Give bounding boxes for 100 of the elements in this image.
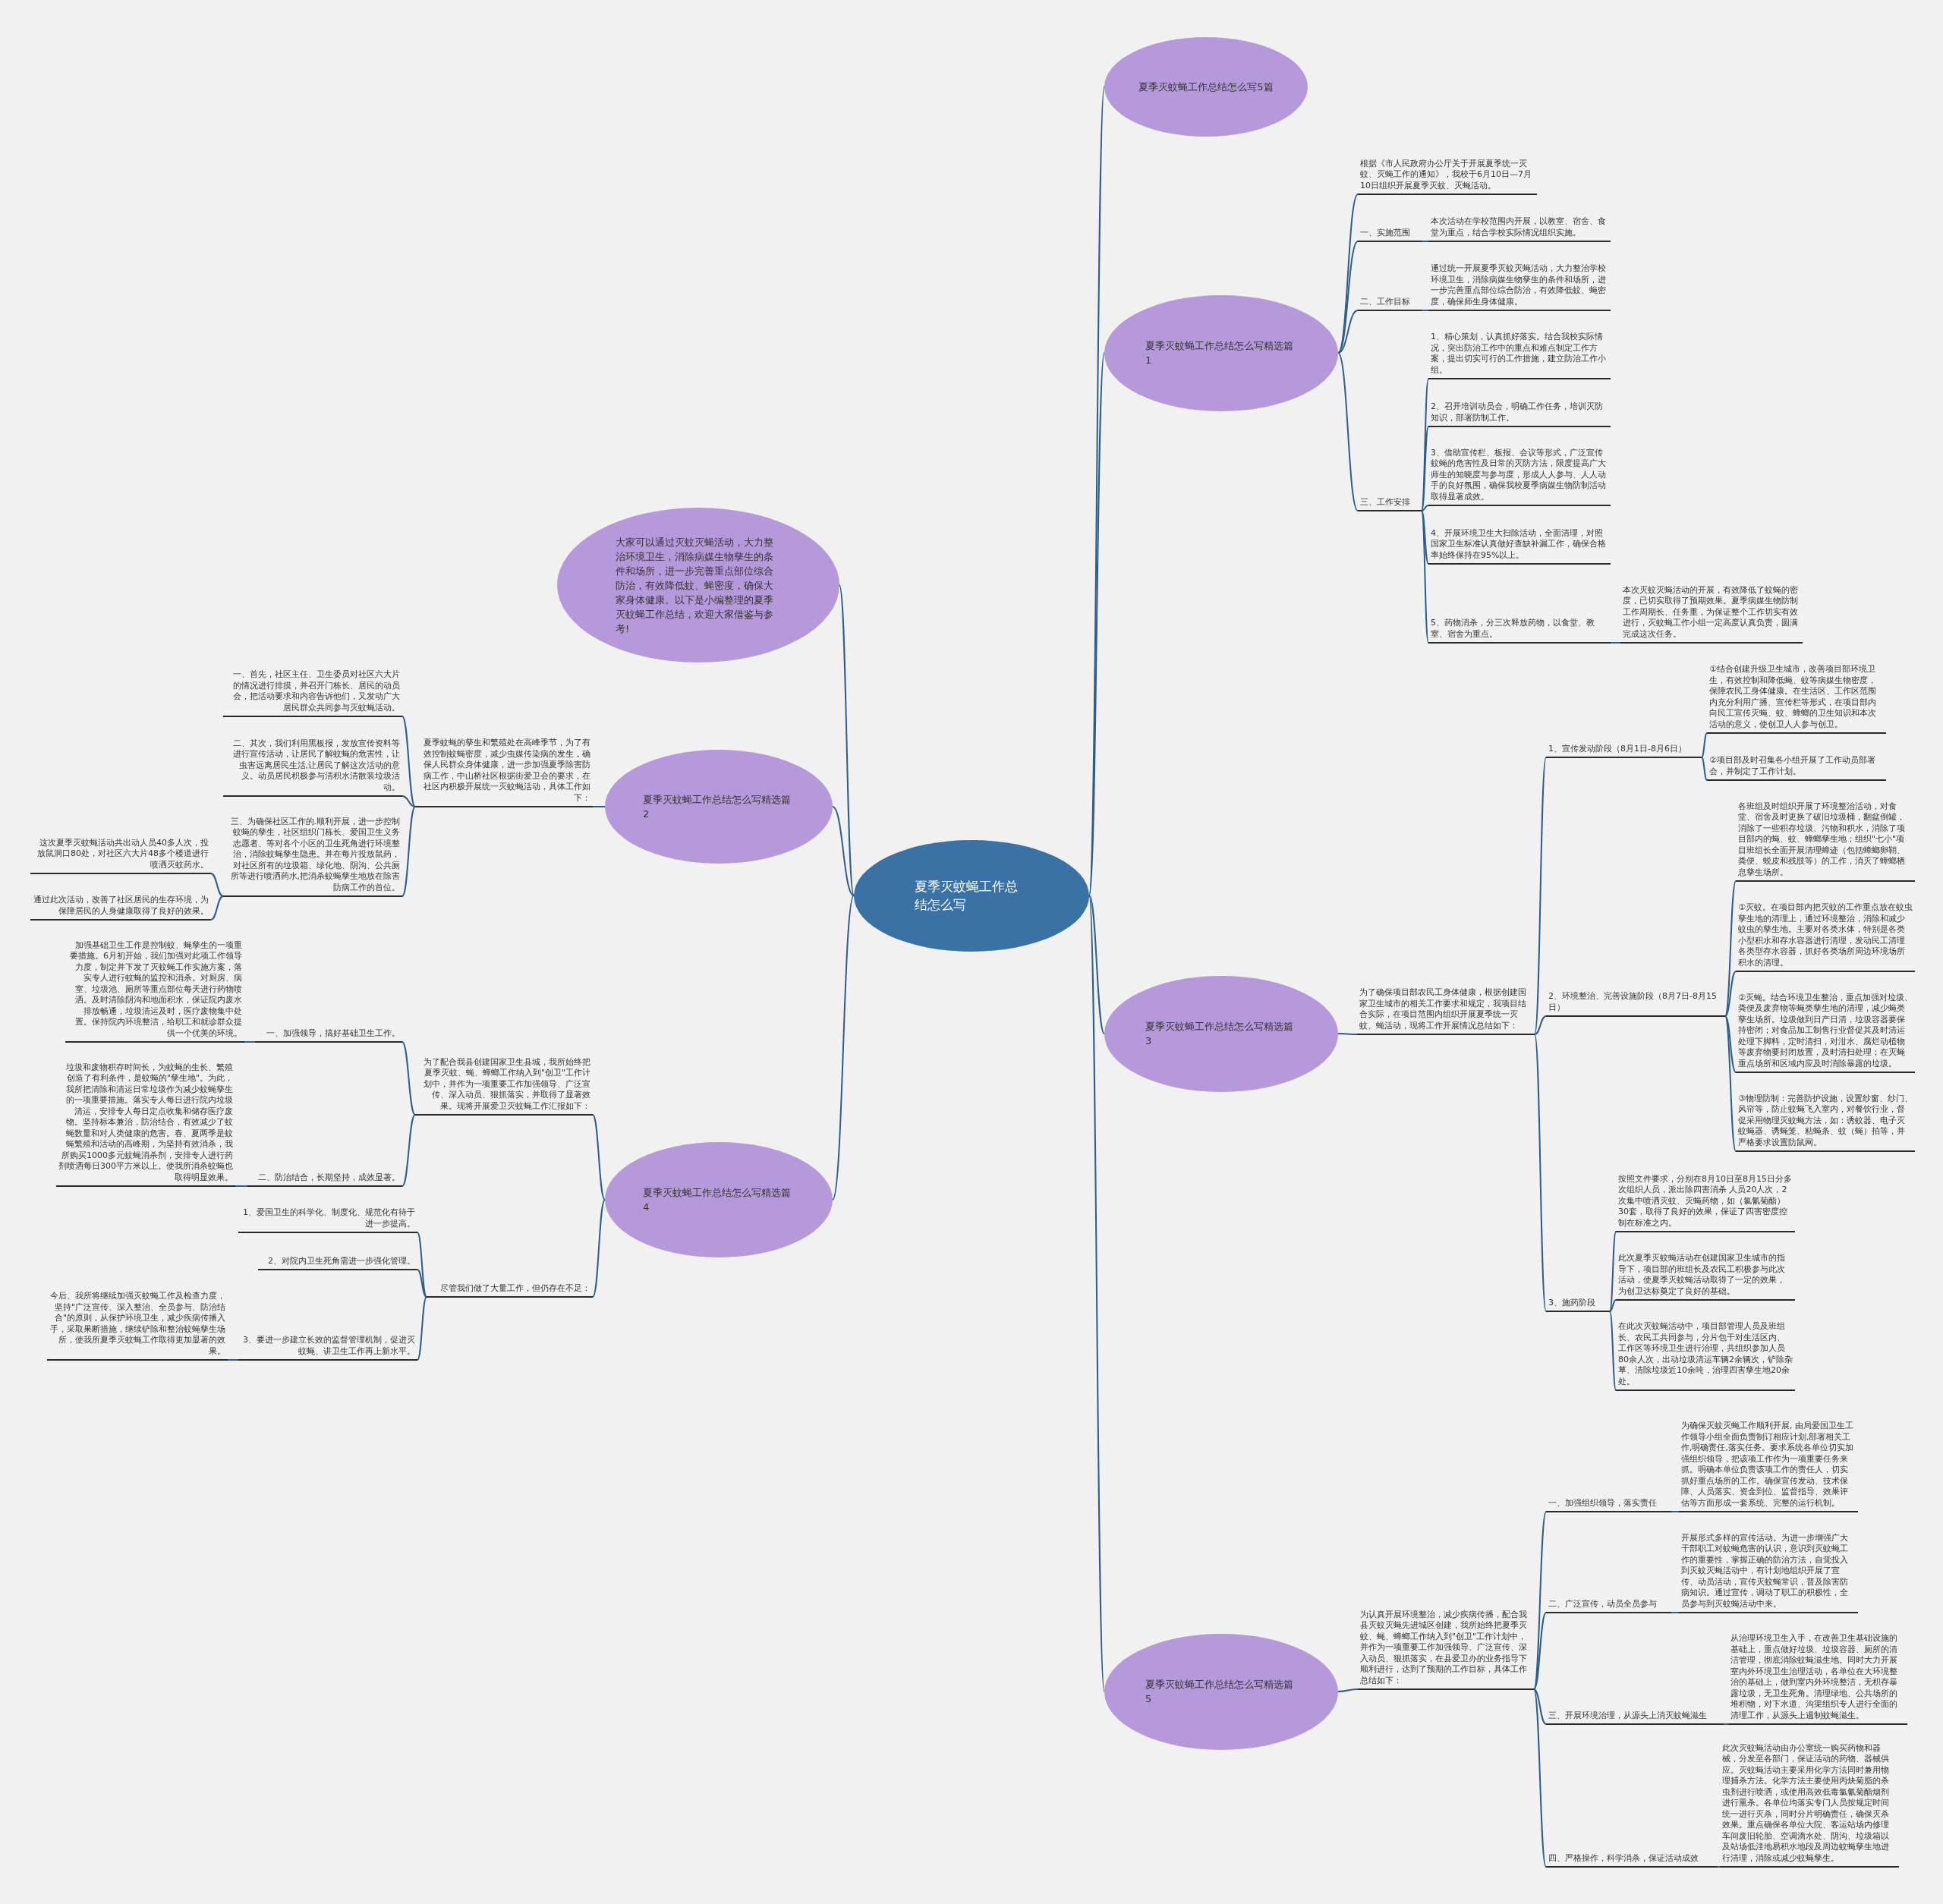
topic-text: 一、首先，社区主任、卫生委员对社区六大片的情况进行排摸，并召开门栋长、居民的动员会，把活动要求和内容告诉他们，又发动广大居民群众共同参与灭蚊蝇活动。 [223,669,402,717]
connector-line [1671,1511,1680,1512]
topic-text: 二、工作目标 [1358,296,1422,311]
topic-text: 此次夏季灭蚊蝇活动在创建国家卫生城市的指导下，项目部的班组长及农民工积极参与此次活动，使夏季灭蚊蝇活动取得了一定的效果，为创卫达标奠定了良好的基础。 [1616,1253,1795,1301]
topic-text: ①灭蚊。在项目部内把灭蚊的工作重点放在蚊虫孳生地的清理上，通过环境整治，消除和减少蚊虫的孳生地。主要对各类水体，特别是各类小型积水和存水容器进行清理，发动民工清理各类型存水容器，抓好各类场所周边环境场所积水的清理。 [1736,902,1915,972]
connector-line [1723,1723,1729,1725]
connector-line [1724,880,1737,1017]
topic-text: 加强基础卫生工作是控制蚊、蝇孳生的一项重要措施。6月初开始，我们加强对此项工作领导力度，制定并下发了灭蚊蝇工作实施方案，落实专人进行蚊蝇的监控和消杀。对厨房、病室、垃圾池、厕所等重点部位每天进行药物喷洒。及时清除阴沟和地面积水，保证院内废水排放畅通，垃圾清运及时，医疗废物集中处置。保持院内环境整洁，给职工和就诊群众提供一个优美的环境。 [65,939,244,1043]
connector-line [227,1359,239,1361]
topic-text: ③物理防制：完善防护设施，设置纱窗、纱门、风帘等，防止蚊蝇飞入室内，对餐饮行业，督促采用物理灭蚊蝇方法，如：诱蚊器、电子灭蚊蝇器、诱蝇笼、粘蝇条、蚊（蝇）拍等，并严格要求设置防鼠网。 [1736,1093,1915,1152]
connector-line [1609,1231,1617,1312]
topic-text: 三、工作安排 [1358,496,1422,511]
topic-text: 垃圾和废物积存时间长，为蚊蝇的生长、繁殖创造了有利条件，是蚊蝇的"孳生地"。为此，我所把清除和清运日常垃圾作为减少蚊蝇孳生的一项重要措施。落实专人每日进行院内垃圾清运，安排专人每日定点收集和储存医疗废物。坚持标本兼治，防治结合，有效减少了蚊蝇数量和对人类健康的危害。春、夏两季是蚊蝇繁殖和活动的高峰期，为坚持有效消杀，我所购买1000多元蚊蝇消杀剂，安排专人进行药剂喷洒每日300平方米以上。使我所消杀蚊蝇也取得明显效果。 [56,1062,235,1187]
connector-line [1337,352,1359,511]
connector-line [592,806,606,807]
connector-line [1534,1034,1547,1312]
topic-text: ②项目部及时召集各小组开展了工作动员部署会，并制定了工作计划。 [1707,755,1886,781]
topic-text: 二、其次，我们利用黑板报，发放宣传资料等进行宣传活动，让居民了解蚊蝇的危害性，让虫害远离居民生活,让居民了解这次活动的意义。动员居民积极参与清积水清散装垃圾活动。 [223,738,402,797]
topic-text: 为认真开展环境整治，减少疾病传播，配合我县灭蚊灭蝇先进城区创建，我所始终把夏季灭蚊、蝇、蟑螂工作纳入到"创卫"工作计划中，并作为一项重要工作加强领导、广泛宣传、深入动员、狠抓落实，在县爱卫办的业务指导下顺利进行，达到了预期的工作目标，具体工作总结如下： [1358,1609,1534,1690]
connector-line [1534,757,1547,1035]
topic-text: 按照文件要求，分别在8月10日至8月15日分多次组织人员，派出除四害消杀 人员20人次，2次集中喷洒灭蚊、灭蝇药物，如（氯氰菊酯）30套，取得了良好的效果，保证了四害密度控制在标准之内。 [1616,1173,1795,1232]
topic-text: 三、为确保社区工作的.顺利开展，进一步控制蚊蝇的孳生，社区组织门栋长、爱国卫生义务志愿者、等对各个小区的卫生死角进行环境整治，消除蚊蝇孳生隐患。并在每片投放鼠药，对社区所有的垃圾箱、绿化地、阴沟、公共厕所等进行喷洒药水,把消杀蚊蝇孳生地放在除害防病工作的首位。 [223,816,402,897]
connector-line [1088,895,1105,1034]
topic-ellipse: 夏季灭蚊蝇工作总结怎么写精选篇2 [605,750,833,864]
topic-text: 这次夏季灭蚊蝇活动共出动人员40多人次，投放鼠洞口80处，对社区六大片48多个楼道进行喷洒灭蚊药水。 [30,837,211,874]
topic-ellipse: 夏季灭蚊蝇工作总结怎么写精选篇5 [1104,1633,1338,1750]
topic-text: ②灭蝇。结合环境卫生整治，重点加强对垃圾、粪便及废弃物等蝇类孳生地的清理，减少蝇类孳生场所。垃圾做到日产日清，垃圾容器要保持密闭；对食品加工制售行业督促其及时清运处理下脚料，定时清扫，对泔水、腐烂动植物等废弃物要封闭放置，及时清扫处理；在灭蝇重点场所和区域内应及时消除暴露的垃圾。 [1736,992,1915,1073]
connector-line [1421,310,1429,311]
connector-line [1609,1311,1617,1391]
topic-text: 根据《市人民政府办公厅关于开展夏季统一灭蚊、灭蝇工作的通知》，我校于6月10日—7月10日组织开展夏季灭蚊、灭蝇活动。 [1358,158,1537,195]
topic-text: 为了配合我县创建国家卫生县城，我所始终把夏季灭蚊、蝇、蟑螂工作纳入到"创卫"工作计划中，并作为一项重要工作加强领导、广泛宣传、深入动员、狠抓落实，并取得了显著效果。现将开展爱卫灭蚊蝇工作汇报如下： [415,1056,593,1116]
topic-text: ①结合创建升级卫生城市，改善项目部环境卫生，有效控制和降低蝇、蚊等病媒生物密度，保障农民工身体健康。在生活区、工作区范围内充分利用广播、宣传栏等形式，在项目部内向民工宣传灭蝇、蚊、蟑螂的卫生知识和本次活动的意义，使创卫人人参与创卫。 [1707,664,1886,734]
connector-line [1701,757,1708,781]
connector-line [1534,1015,1547,1035]
topic-text: 夏季蚊蝇的孳生和繁殖处在高峰季节，为了有效控制蚊蝇密度，减少虫媒传染病的发生，确保人民群众身体健康，进一步加强夏季除害防病工作，中山桥社区根据街爱卫会的要求，在社区内积极开展统一灭蚊蝇活动，具体工作如下： [415,738,593,807]
topic-text: 1、爱国卫生的科学化、制度化、规范化有待于进一步提高。 [238,1207,417,1233]
connector-line [1337,1033,1358,1035]
connector-line [1421,241,1429,242]
connector-line [1610,642,1621,644]
topic-text: 本次灭蚊灭蝇活动的开展，有效降低了蚊蝇的密度，已切实取得了预期效果。夏季病媒生物防制工作周期长、任务重，为保证整个工作切实有效进行，灭蚊蝇工作小组一定高度认真负责，圆满完成这次任务。 [1620,584,1803,644]
connector-line [1337,310,1359,354]
connector-line [402,795,416,807]
topic-text: 二、防治结合，长期坚持，成效显著。 [247,1172,402,1187]
connector-line [417,1296,427,1361]
connector-line [402,716,416,807]
connector-line [417,1232,427,1298]
connector-line [1609,1299,1617,1312]
topic-text: 3、借助宣传栏、板报、会议等形式，广泛宣传蚊蝇的危害性及日常的灭防方法，限度提高广大师生的知晓度与参与度，形成人人参与、人人动手的良好氛围，确保我校夏季病媒生物防制活动取得显著成效。 [1428,447,1611,506]
connector-line [832,806,855,896]
connector-line [210,873,224,897]
topic-text: 2、环境整治、完善设施阶段（8月7日-8月15日） [1546,991,1725,1017]
topic-text: 通过统一开展夏季灭蚊灭蝇活动，大力整治学校环境卫生，消除病媒生物孳生的条件和场所，进一步完善重点部位综合防治，有效降低蚊、蝇密度，确保师生身体健康。 [1428,263,1611,311]
topic-text: 2、对院内卫生死角需进一步强化管理。 [258,1255,417,1270]
connector-line [1533,1688,1547,1725]
topic-ellipse: 夏季灭蚊蝇工作总结怎么写5篇 [1104,36,1308,137]
connector-line [1724,1015,1737,1152]
connector-line [402,1041,416,1116]
topic-text: 1、宣传发动阶段（8月1日-8月6日） [1546,743,1702,758]
topic-text: 5、药物消杀，分三次释放药物，以食堂、教室、宿舍为重点。 [1428,618,1611,644]
topic-ellipse: 夏季灭蚊蝇工作总结怎么写精选篇1 [1104,294,1338,411]
topic-text: 开展形式多样的宣传活动。为进一步增强广大干部职工对蚊蝇危害的认识，意识到灭蚊蝇工作的重要性，掌握正确的防治方法，自觉投入到灭蚊灭蝇活动中，有计划地组织开展了宣传、动员活动，宣传灭蚊蝇常识，普及除害防病知识。通过宣传，调动了职工的积极性，全员参与到灭蚊蝇活动中来。 [1679,1532,1858,1613]
connector-line [1701,732,1708,758]
topic-ellipse: 大家可以通过灭蚊灭蝇活动，大力整治环境卫生，消除病媒生物孳生的条件和场所，进一步完善重点部位综合防治，有效降低蚊、蝇密度，确保大家身体健康。以下是小编整理的夏季灭蚊蝇工作总结，欢迎大家借鉴与参考! [557,508,839,662]
connector-line [1421,510,1429,644]
connector-line [1337,194,1359,354]
connector-line [592,1199,606,1298]
central-topic-ellipse: 夏季灭蚊蝇工作总结怎么写 [854,839,1089,952]
connector-line [1337,1688,1359,1692]
connector-line [839,584,855,896]
topic-text: 在此次灭蚊蝇活动中，项目部管理人员及班组长、农民工共同参与，分片包干对生活区内、工作区等环境卫生进行治理，共组织参加人员80余人次，出动垃圾清运车辆2余辆次，铲除杂草、清除垃圾近10余吨，治理四害孳生地20余处。 [1616,1321,1795,1391]
connector-line [417,1269,427,1298]
connector-line [1421,510,1429,565]
topic-text: 今后、我所将继续加强灭蚊蝇工作及检查力度，坚持"广泛宣传、深入整治、全员参与、防治结合"的原则，从保护环境卫生，减少疾病传播入手，采取果断措施，继续铲除和整治蚊蝇孳生场所，使我所夏季灭蚊蝇工作取得更加显著的效果。 [47,1291,228,1361]
connector-line [1533,1688,1547,1868]
topic-text: 从治理环境卫生入手，在改善卫生基础设施的基础上，重点做好垃圾、垃圾容器、厕所的清洁管理，彻底消除蚊蝇滋生地。同时大力开展室内外环境卫生治理活动，各单位在大环境整治的基础上，做到室内外环境整洁，无积存暴露垃圾，无卫生死角。清理绿地、公共场所的堆积物，对下水道、沟渠组织专人进行全面的清理工作，从源头上遏制蚊蝇滋生。 [1728,1633,1907,1725]
topic-text: 1、精心策划，认真抓好落实。结合我校实际情况，突出防治工作中的重点和难点制定工作方案，提出切实可行的工作措施，建立防治工作小组。 [1428,332,1611,379]
connector-line [1421,426,1429,511]
topic-text: 3、施药阶段 [1546,1297,1610,1312]
topic-ellipse: 夏季灭蚊蝇工作总结怎么写精选篇3 [1104,975,1338,1092]
topic-text: 一、加强组织领导，落实责任 [1546,1497,1671,1512]
topic-text: 为确保灭蚊灭蝇工作顺利开展, 由局爱国卫生工作领导小组全面负责制订相应计划,部署相关工作,明确责任,落实任务。要求系统各单位切实加强组织领导，把该项工作作为一项重要任务来抓。明确本单位负责该项工作的责任人，切实抓好重点场所的工作。确保宣传发动、技术保障、人员落实、资金到位、监督指导、效果评估等方面形成一套系统、完整的运行机制。 [1679,1421,1858,1512]
connector-line [210,895,224,921]
connector-line [1717,1866,1721,1868]
connector-line [1337,241,1359,354]
topic-text: 二、广泛宣传，动员全员参与 [1546,1598,1671,1613]
topic-text: 2、召开培训动员会，明确工作任务，培训灭防知识，部署防制工作。 [1428,401,1611,427]
topic-ellipse: 夏季灭蚊蝇工作总结怎么写精选篇4 [605,1142,833,1257]
topic-text: 四、严格操作，科学消杀，保证活动成效 [1546,1852,1718,1868]
topic-text: 通过此次活动，改善了社区居民的生存环境，为保障居民的人身健康取得了良好的效果。 [30,895,211,921]
topic-text: 本次活动在学校范围内开展，以教室、宿舍、食堂为重点，结合学校实际情况组织实施。 [1428,216,1611,242]
connector-line [1421,505,1429,511]
topic-text: 4、开展环境卫生大扫除活动，全面清理，对照国家卫生标准认真做好查缺补漏工作，确保合格率始终保持在95%以上。 [1428,527,1611,565]
connector-line [402,1114,416,1187]
topic-text: 尽管我们做了大量工作，但仍存在不足： [427,1282,593,1298]
topic-text: 3、要进一步建立长效的监督管理机制，促进灭蚊蝇、讲卫生工作再上新水平。 [238,1335,417,1361]
connector-line [592,1114,606,1201]
topic-text: 一、实施范围 [1358,227,1422,242]
topic-text: 为了确保项目部农民工身体健康，根据创建国家卫生城市的相关工作要求和规定，我项目结合实际，在项目范围内组织开展夏季统一灭蚊、蝇活动，现将工作开展情况总结如下： [1357,987,1535,1035]
connector-line [235,1185,248,1187]
topic-text: 各班组及时组织开展了环境整治活动，对食堂、宿舍及时更换了破旧垃圾桶，翻盆倒罐，消除了一些积存垃圾、污物和积水，消除了项目部内的蝇、蚊、蟑螂孳生地；组织"七小"项目班组长全面开展清理蟑迹（包括蟑螂卵鞘、粪便、蜕皮和残肢等）的工作，消灭了蟑螂栖息孳生场所。 [1736,801,1915,882]
